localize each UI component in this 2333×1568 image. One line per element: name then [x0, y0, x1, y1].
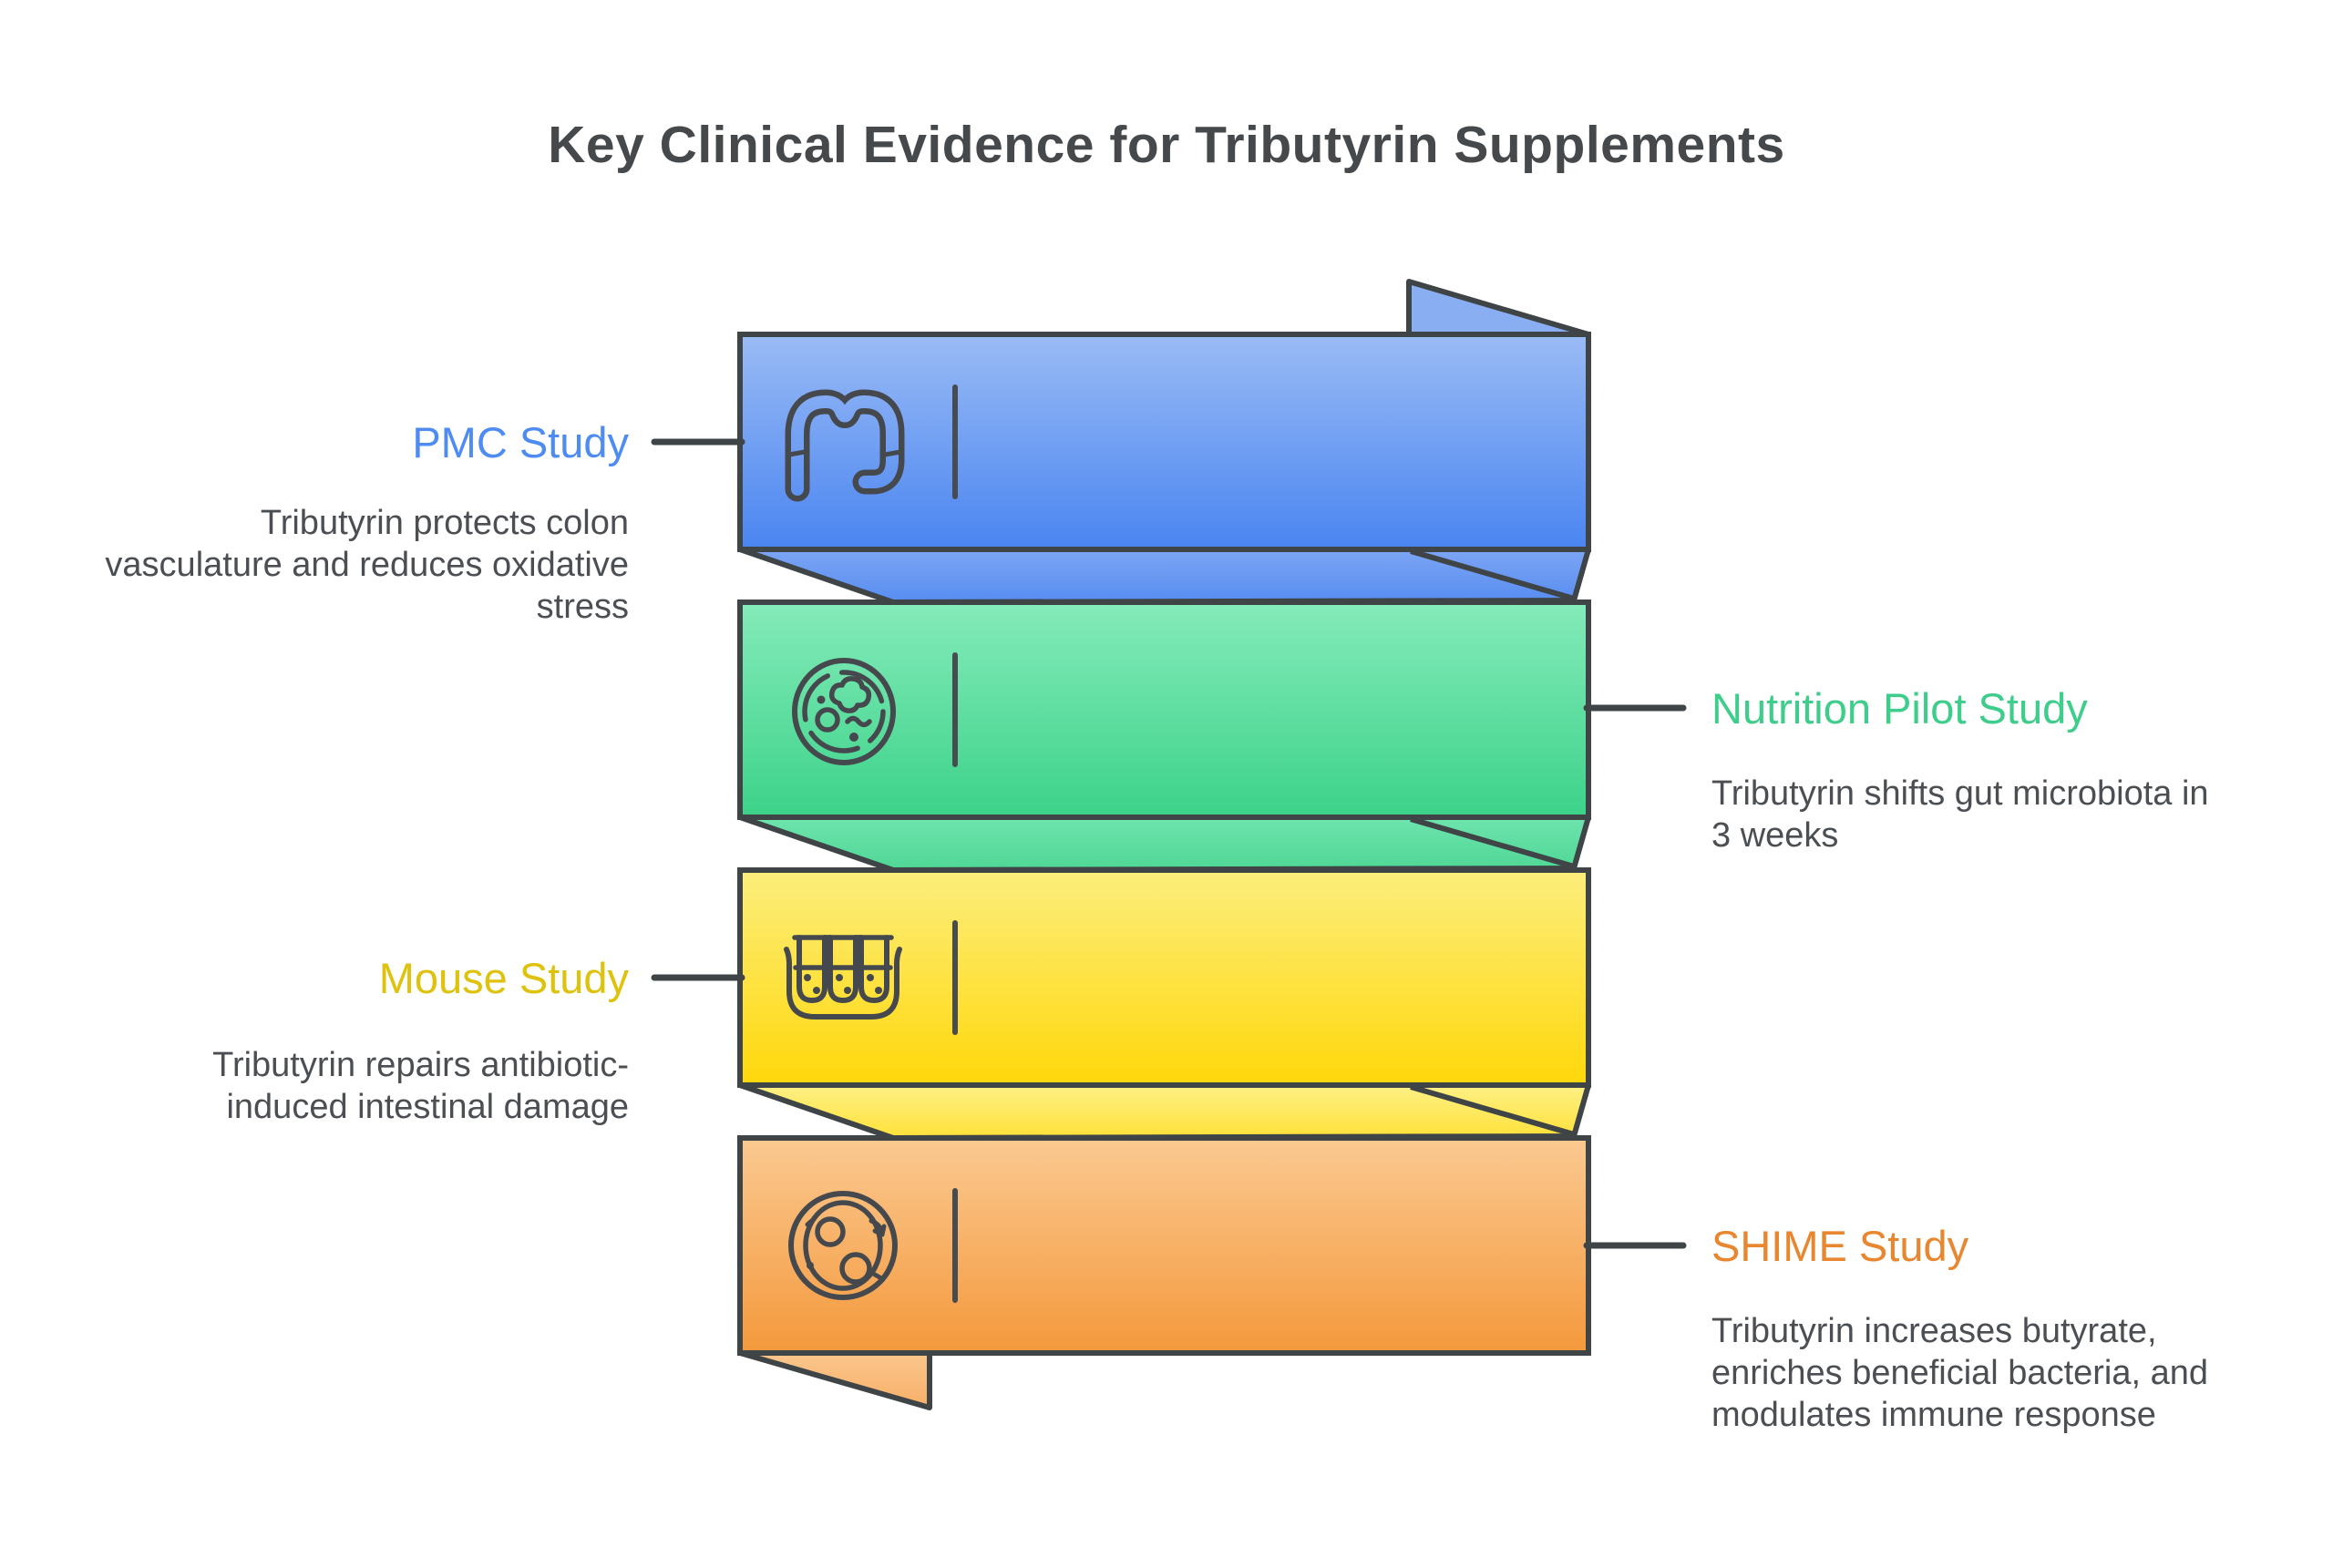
ribbon-band-rect	[737, 1135, 1591, 1356]
nutrition-study-description: Tributyrin shifts gut microbiota in 3 we…	[1711, 774, 2209, 855]
ribbon-fold-crease	[1410, 548, 1575, 601]
ribbon-band-pmc	[651, 279, 1591, 605]
mouse-study-label: Mouse Study	[378, 954, 629, 1002]
ribbon-band-shime	[737, 1135, 1687, 1410]
page-title: Key Clinical Evidence for Tributyrin Sup…	[548, 116, 1785, 174]
colon-icon	[785, 389, 905, 502]
nutrition-study-label: Nutrition Pilot Study	[1711, 684, 2088, 733]
mouse-study-description: Tributyrin repairs antibiotic- induced i…	[212, 1046, 629, 1126]
ribbon-top-flap	[1406, 279, 1591, 337]
ribbon-bottom-flap	[737, 1350, 932, 1410]
test-tube-rack-icon	[784, 935, 902, 1020]
ribbon-fold	[737, 1082, 1591, 1141]
ribbon-band-mouse	[651, 867, 1591, 1141]
shime-study-description: Tributyrin increases butyrate, enriches …	[1711, 1312, 2209, 1434]
ribbon-band-nutrition	[737, 600, 1687, 873]
ribbon-fold-crease	[1410, 816, 1575, 869]
fermentation-dish-icon	[788, 1191, 898, 1300]
shime-study-label: SHIME Study	[1711, 1222, 1969, 1270]
ribbon-band-rect	[737, 867, 1591, 1088]
pmc-study-label: PMC Study	[412, 418, 629, 466]
ribbon-fold	[737, 547, 1591, 605]
pmc-study-description: Tributyrin protects colon vasculature an…	[105, 504, 629, 626]
ribbon-fold-crease	[1410, 1084, 1575, 1137]
ribbon-band-rect	[737, 332, 1591, 552]
ribbon-band-rect	[737, 600, 1591, 820]
ribbon-fold	[737, 815, 1591, 873]
petri-dish-icon	[792, 658, 896, 765]
